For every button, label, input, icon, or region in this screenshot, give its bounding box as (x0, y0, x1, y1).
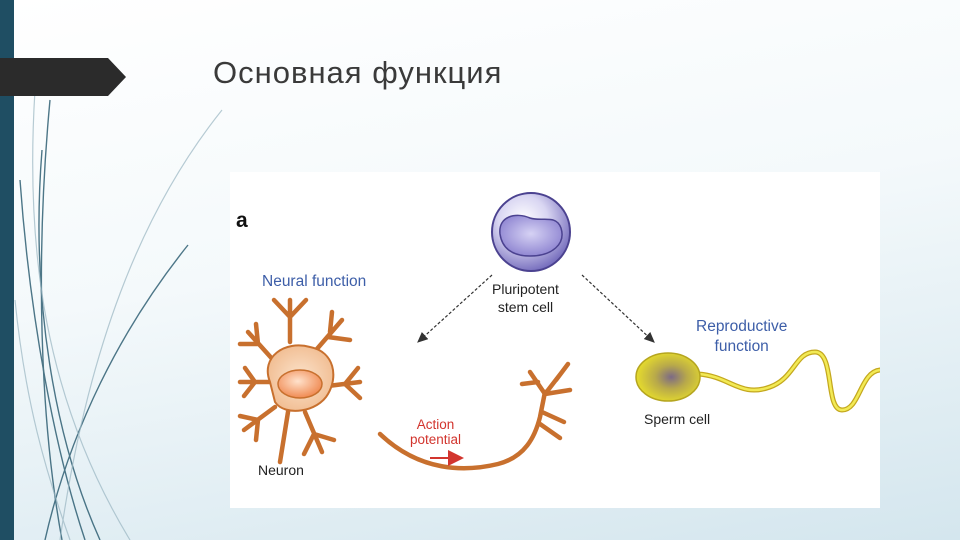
stem-cell-label-line1: Pluripotent (492, 281, 559, 297)
left-accent-bar (0, 0, 14, 540)
stem-cell-label-line2: stem cell (497, 299, 554, 315)
reproductive-label-line2: function (714, 338, 769, 355)
action-potential-label: Action potential (410, 417, 461, 447)
title-marker-tab (0, 58, 126, 96)
action-label-line2: potential (410, 432, 462, 447)
action-label-line1: Action (416, 417, 455, 432)
sperm-cell-icon (635, 349, 880, 413)
slide-title: Основная функция (213, 55, 503, 90)
panel-letter: a (236, 209, 248, 232)
reproductive-label-line1: Reproductive (696, 318, 788, 335)
neuron-icon (237, 297, 573, 471)
reproductive-function-label: Reproductive function (696, 317, 787, 357)
neuron-label: Neuron (258, 462, 304, 478)
stem-cell-icon (491, 192, 571, 272)
decorative-lines (14, 89, 223, 540)
stem-cell-label: Pluripotent stem cell (492, 280, 559, 316)
sperm-cell-label: Sperm cell (644, 411, 711, 427)
arrow-to-neuron (417, 274, 493, 343)
neuron-nucleus-icon (277, 369, 323, 399)
stem-cell-diagram: a Neural function Pluripotent stem cell … (230, 172, 880, 508)
arrow-to-sperm (581, 274, 655, 343)
neural-function-label: Neural function (262, 273, 367, 290)
